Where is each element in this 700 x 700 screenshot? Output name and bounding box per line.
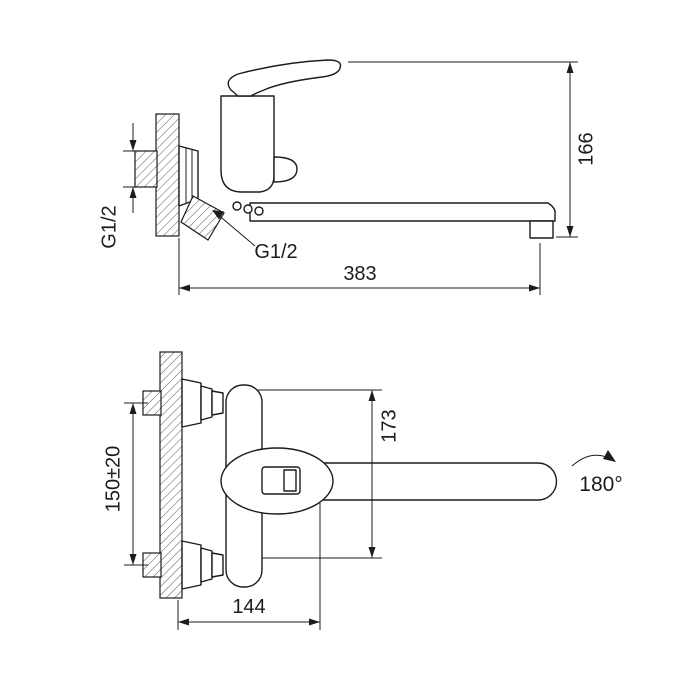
diverter-knob-side <box>273 156 298 183</box>
top-flange-2 <box>200 385 213 421</box>
front-view: 173 150±20 144 180° <box>102 351 623 630</box>
dim-height-label: 166 <box>575 132 597 165</box>
arrowhead-up <box>129 187 137 198</box>
arrowhead-down <box>129 554 137 565</box>
thread-detail-circle <box>254 206 264 216</box>
arrowhead-up <box>566 62 574 73</box>
label-g12-connector: G1/2 <box>212 210 298 263</box>
arrowhead-left <box>178 618 189 626</box>
leader-arrowhead <box>212 210 224 220</box>
wall-section-side <box>155 113 180 237</box>
aerator-side <box>529 220 554 239</box>
spout-side <box>249 202 556 222</box>
arrowhead-down <box>368 547 376 558</box>
arrowhead-up <box>129 403 137 414</box>
dim-body-height-label: 173 <box>378 409 400 442</box>
arrowhead-right <box>309 618 320 626</box>
spout-front <box>321 462 558 501</box>
dimension-g12-wall: G1/2 <box>98 123 149 249</box>
arrowhead-down <box>129 140 137 151</box>
arrowhead-left <box>179 284 190 292</box>
thread-connector-label: G1/2 <box>254 241 297 263</box>
dimension-383: 383 <box>178 238 541 295</box>
leader-line <box>215 212 256 247</box>
dimension-173: 173 <box>258 389 400 559</box>
supply-pipe-side <box>134 150 158 188</box>
diverter-switch <box>283 469 297 492</box>
top-flange-1 <box>181 378 202 428</box>
dimension-166: 166 <box>348 61 597 238</box>
bottom-flange-3 <box>211 552 224 578</box>
dimension-144: 144 <box>177 503 321 630</box>
arrowhead-right <box>529 284 540 292</box>
wall-section-front <box>159 351 183 599</box>
lever-handle-side <box>227 59 342 97</box>
union-nut-section <box>180 195 225 241</box>
bottom-flange-2 <box>200 547 213 583</box>
faucet-body-side <box>220 95 275 193</box>
swivel-arrowhead <box>603 450 616 462</box>
arrowhead-up <box>368 390 376 401</box>
thread-wall-label: G1/2 <box>98 205 120 248</box>
top-flange-3 <box>211 390 224 416</box>
swivel-angle-label: 180° <box>579 473 622 496</box>
dim-mount-spacing-label: 150±20 <box>102 446 124 513</box>
label-swivel-180: 180° <box>571 450 623 496</box>
bottom-flange-1 <box>181 540 202 590</box>
dimension-150-20: 150±20 <box>102 402 148 566</box>
thread-detail-circle <box>232 201 242 211</box>
dim-length-label: 383 <box>343 263 376 285</box>
side-view: 166 383 G1/2 G1/2 <box>98 59 597 295</box>
arrowhead-down <box>566 226 574 237</box>
dim-wall-to-body-label: 144 <box>232 596 265 618</box>
thread-detail-circle <box>243 204 253 214</box>
